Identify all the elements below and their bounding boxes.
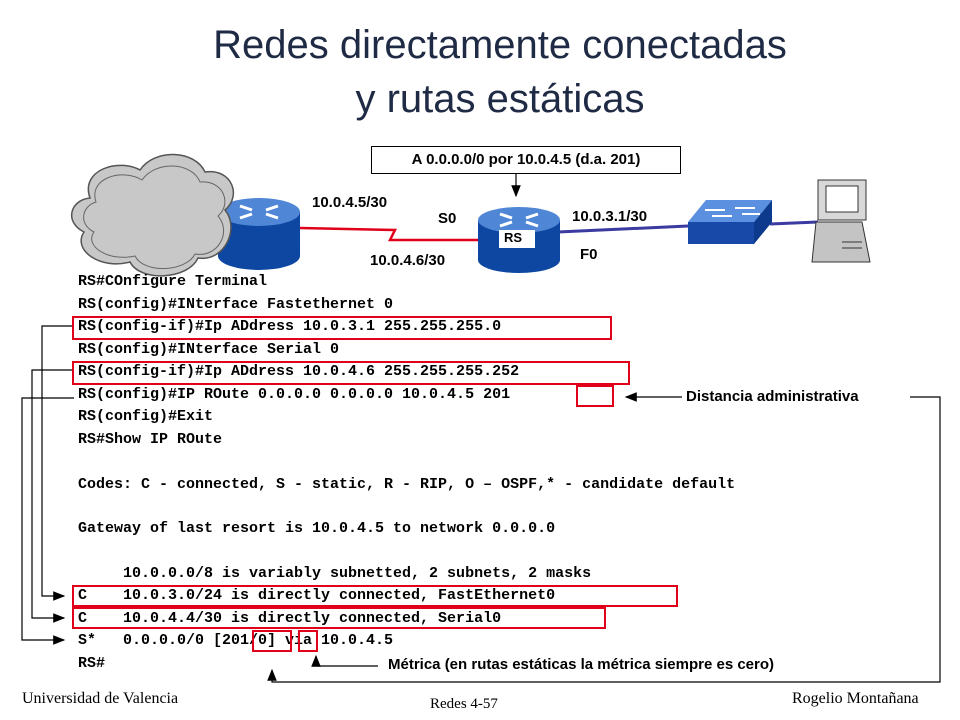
cli-line: RS#Show IP ROute: [78, 431, 223, 448]
admin-distance-annotation: Distancia administrativa: [686, 388, 859, 405]
cli-line: RS(config)#IP ROute 0.0.0.0 0.0.0.0 10.0…: [78, 386, 511, 403]
cli-line: S* 0.0.0.0/0 [201/0] via 10.0.4.5: [78, 632, 394, 649]
cli-line: Gateway of last resort is 10.0.4.5 to ne…: [78, 520, 556, 537]
pc-icon: [811, 179, 871, 263]
footer-page: Redes 4-57: [430, 696, 498, 712]
highlight-route-fast: [72, 585, 678, 607]
highlight-serial-address: [72, 361, 630, 385]
rs-router-icon: [478, 207, 560, 273]
switch-icon: [688, 200, 772, 244]
cli-line: 10.0.0.0/8 is variably subnetted, 2 subn…: [78, 565, 592, 582]
connector-metric: [267, 396, 941, 683]
cli-line: C 10.0.3.0/24 is directly connected, Fas…: [78, 587, 556, 604]
cli-line: RS(config-if)#Ip ADdress 10.0.4.6 255.25…: [78, 363, 520, 380]
cli-line: Codes: C - connected, S - static, R - RI…: [78, 476, 736, 493]
cli-line: RS#COnfigure Terminal: [78, 273, 268, 290]
fast-ip-label: 10.0.3.1/30: [572, 208, 648, 225]
connector-route: [21, 397, 74, 645]
router-name-label: RS: [504, 230, 523, 245]
highlight-admin-distance: [576, 385, 614, 407]
cloud-icon: [70, 153, 235, 277]
metric-annotation: Métrica (en rutas estáticas la métrica s…: [388, 656, 775, 673]
router-serial-ip-label: 10.0.4.6/30: [370, 252, 446, 269]
ethernet-link: [557, 224, 689, 234]
cli-line: RS(config)#INterface Fastethernet 0: [78, 296, 394, 313]
cli-line: RS(config)#Exit: [78, 408, 214, 425]
left-router-icon: [218, 198, 300, 270]
connector-serial: [31, 369, 74, 623]
footer-university: Universidad de Valencia: [22, 690, 179, 707]
highlight-route-distance: [252, 630, 292, 652]
slide-title-line1: Redes directamente conectadas: [213, 23, 787, 67]
cli-line: RS(config-if)#Ip ADdress 10.0.3.1 255.25…: [78, 318, 502, 335]
cli-line: RS#: [78, 655, 106, 672]
serial-link: [299, 226, 478, 242]
connector-fast: [41, 325, 74, 601]
cli-line: C 10.0.4.4/30 is directly connected, Ser…: [78, 610, 502, 627]
serial-interface-label: S0: [438, 210, 457, 227]
pc-link: [769, 220, 819, 226]
left-ip-label: 10.0.4.5/30: [312, 194, 388, 211]
cli-line: RS(config)#INterface Serial 0: [78, 341, 340, 358]
highlight-route-metric: [298, 630, 318, 652]
footer-author: Rogelio Montañana: [792, 690, 919, 707]
highlight-route-serial: [72, 607, 606, 629]
slide-title-line2: y rutas estáticas: [355, 77, 645, 121]
default-route-callout: A 0.0.0.0/0 por 10.0.4.5 (d.a. 201): [371, 146, 681, 174]
highlight-fast-address: [72, 316, 612, 340]
fast-interface-label: F0: [580, 246, 598, 263]
